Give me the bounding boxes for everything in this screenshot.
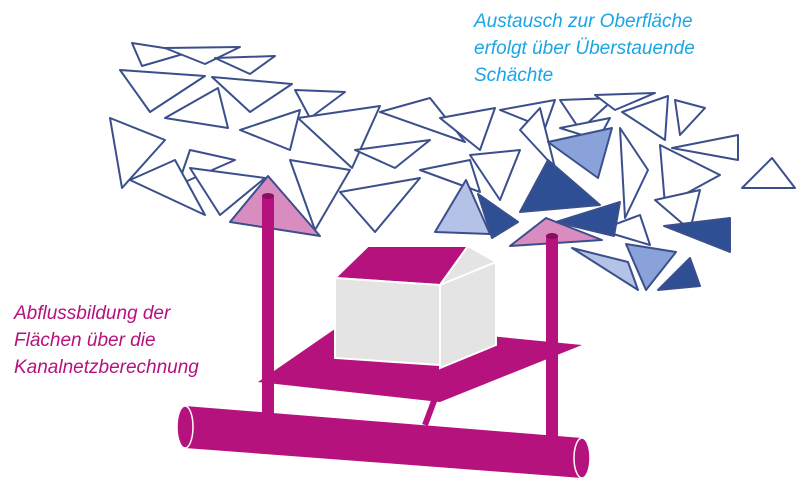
mesh-triangle xyxy=(599,214,651,246)
mesh-triangle xyxy=(594,92,656,111)
manhole-right xyxy=(546,236,558,442)
mesh-triangle xyxy=(439,107,496,151)
mesh-triangle xyxy=(229,175,321,237)
mesh-triangle xyxy=(189,167,266,216)
label-line: Flächen über die xyxy=(14,330,156,351)
mesh-triangle xyxy=(109,117,166,189)
manhole-right-cap xyxy=(546,233,558,239)
sewer-system xyxy=(176,193,591,479)
surface-mesh xyxy=(109,42,796,291)
mesh-triangle xyxy=(547,127,613,179)
runoff-label: Abflussbildung der Flächen über die Kana… xyxy=(14,300,199,381)
manhole-left-cap xyxy=(262,193,274,199)
mesh-triangle xyxy=(164,46,241,65)
mesh-triangle xyxy=(211,76,293,113)
mesh-triangle xyxy=(654,189,701,231)
mesh-triangle xyxy=(559,97,616,131)
mesh-triangle xyxy=(619,127,649,219)
mesh-triangle xyxy=(354,139,431,169)
label-line: erfolgt über Überstauende xyxy=(474,38,695,59)
mesh-triangle xyxy=(469,149,521,201)
connection-pipe xyxy=(422,383,443,427)
label-line: Schächte xyxy=(474,65,554,86)
mesh-triangle xyxy=(119,69,206,113)
mesh-triangle xyxy=(625,243,677,291)
mesh-triangle xyxy=(741,157,796,189)
mesh-triangle xyxy=(659,144,721,206)
sewer-pipe xyxy=(185,406,582,478)
mesh-triangle xyxy=(571,247,639,291)
mesh-triangle xyxy=(129,159,206,216)
mesh-triangle xyxy=(434,179,491,235)
mesh-triangle xyxy=(294,89,346,119)
mesh-triangle xyxy=(164,87,229,129)
label-line: Kanalnetzberechnung xyxy=(14,357,199,378)
mesh-triangle xyxy=(419,159,481,193)
surface-exchange-label: Austausch zur Oberfläche erfolgt über Üb… xyxy=(474,8,695,89)
mesh-triangle xyxy=(519,159,601,213)
mesh-triangle xyxy=(674,99,706,136)
sewer-pipe-end-cap xyxy=(573,437,591,479)
mesh-triangle xyxy=(663,217,731,253)
sewer-pipe-start-cap xyxy=(176,405,194,449)
mesh-triangle xyxy=(297,105,381,169)
label-line: Abflussbildung der xyxy=(14,303,171,324)
mesh-triangle xyxy=(621,95,669,141)
mesh-triangle xyxy=(339,177,421,233)
mesh-triangle xyxy=(131,42,191,67)
mesh-triangle xyxy=(555,201,621,237)
mesh-triangle xyxy=(519,107,556,169)
mesh-triangle xyxy=(671,134,739,161)
mesh-triangle xyxy=(239,109,301,151)
mesh-triangle xyxy=(477,193,519,239)
manhole-left xyxy=(262,196,274,424)
label-line: Austausch zur Oberfläche xyxy=(474,11,693,32)
mesh-triangle xyxy=(214,55,276,75)
house xyxy=(332,244,497,370)
mesh-triangle xyxy=(657,257,701,291)
mesh-triangle xyxy=(289,159,351,231)
